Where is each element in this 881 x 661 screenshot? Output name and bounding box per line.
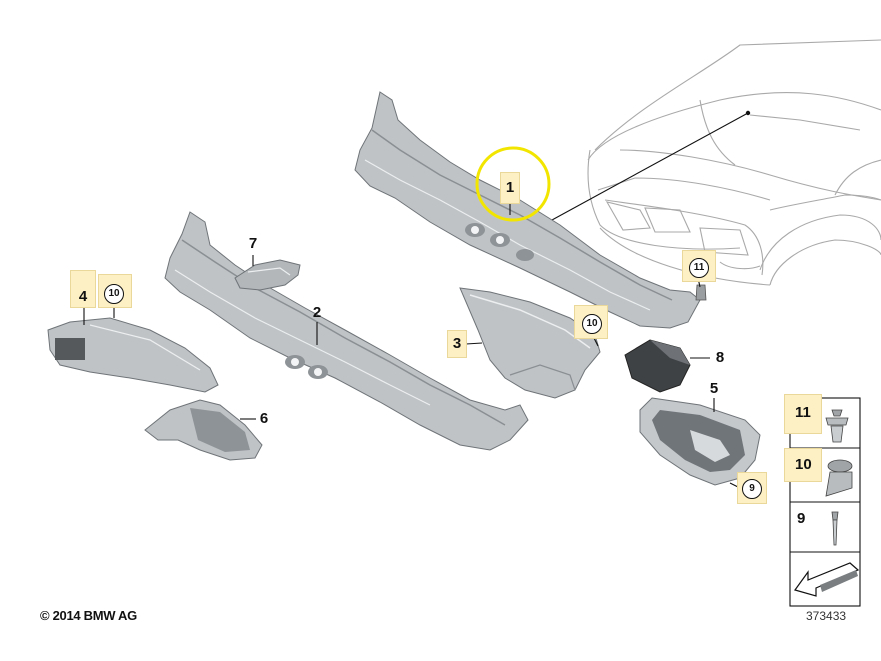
part-4-cover-left <box>47 317 219 393</box>
clip-label-10-left: 10 <box>104 284 124 304</box>
label-4-highlight <box>70 270 96 308</box>
part-label-2: 2 <box>312 304 322 321</box>
part-7-bracket <box>234 259 301 291</box>
part-5-seal-frame <box>639 397 761 486</box>
part-label-3: 3 <box>452 335 462 352</box>
leader-car <box>529 112 749 233</box>
legend-number-10: 10 <box>795 456 812 473</box>
part-label-1: 1 <box>505 179 515 196</box>
part-1-cowl-upper <box>354 91 701 329</box>
highlight-circle <box>475 146 551 222</box>
legend-number-11: 11 <box>795 404 811 421</box>
clip-label-9: 9 <box>742 479 762 499</box>
part-8-box <box>624 339 691 393</box>
clip-label-11: 11 <box>689 258 709 278</box>
label-3-highlight <box>447 330 467 358</box>
part-3-cover-right <box>459 287 601 399</box>
part-6-duct <box>144 399 263 461</box>
legend-rivet-9-icon <box>831 511 839 546</box>
part-label-8: 8 <box>715 349 725 366</box>
legend-10-highlight <box>784 448 822 482</box>
part-label-6: 6 <box>259 410 269 427</box>
copyright-text: © 2014 BMW AG <box>40 608 137 623</box>
car-outline <box>587 39 881 286</box>
part-label-5: 5 <box>709 380 719 397</box>
legend-clip-10-icon <box>825 459 853 497</box>
legend-number-9: 9 <box>797 510 806 527</box>
label-1-highlight <box>500 172 520 204</box>
part-2-cowl-lower <box>164 211 529 451</box>
part-label-7: 7 <box>248 235 258 252</box>
legend-clip-11-icon <box>825 409 849 443</box>
part-11-clip-install <box>695 284 707 301</box>
legend-11-highlight <box>784 394 822 434</box>
diagram-reference-number: 373433 <box>806 609 847 623</box>
legend-arrow-icon <box>794 562 860 597</box>
part-label-4: 4 <box>78 288 88 305</box>
clip-label-10-right: 10 <box>582 314 602 334</box>
